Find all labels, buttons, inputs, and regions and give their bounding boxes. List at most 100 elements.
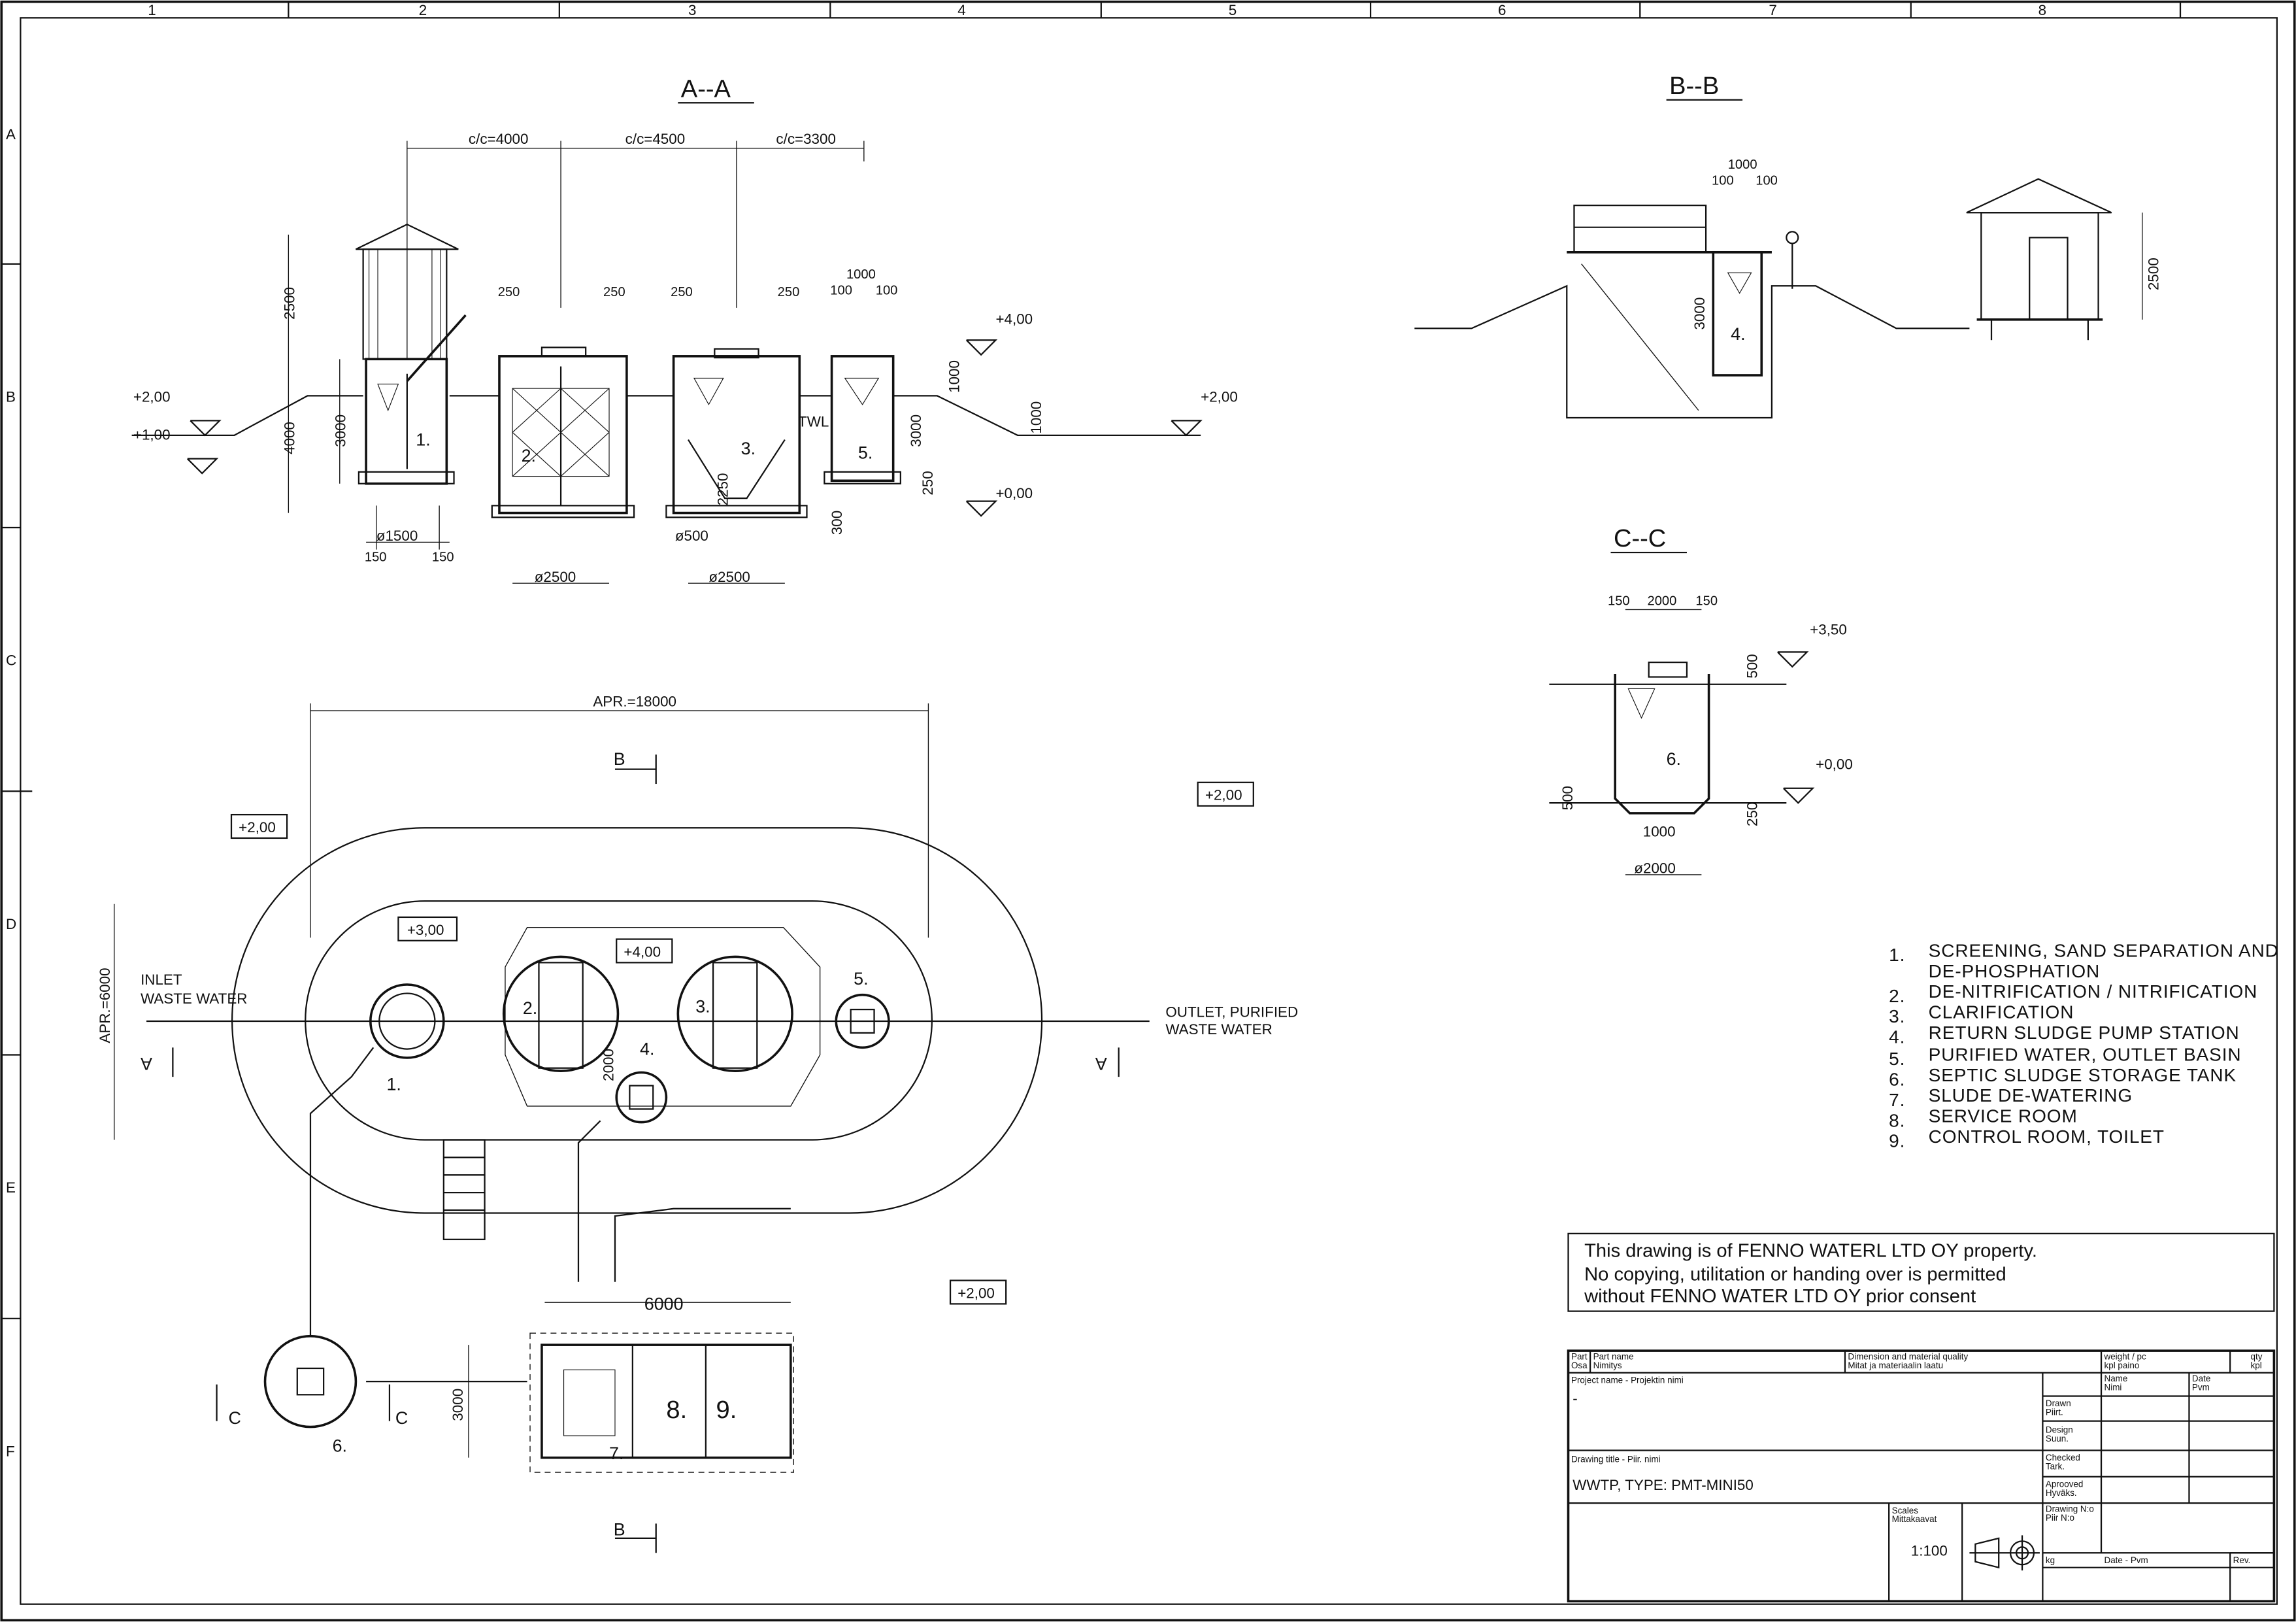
section-c-marker-right: C <box>395 1408 408 1428</box>
twl-label: TWL <box>798 413 829 430</box>
section-c-marker-left: C <box>229 1408 241 1428</box>
dim-tank2-250b: 250 <box>603 285 625 299</box>
tb-design-1: Design <box>2046 1425 2073 1435</box>
tb-qty-2: kpl <box>2251 1360 2262 1370</box>
tb-weight-2: kpl paino <box>2105 1360 2140 1370</box>
notice-line-3: without FENNO WATER LTD OY prior consent <box>1584 1286 1976 1307</box>
service-building-plan <box>529 1332 794 1473</box>
dim-cc-500: 500 <box>1744 654 1761 678</box>
tb-part-name-2: Nimitys <box>1593 1360 1622 1370</box>
tb-drawn-2: Piirt. <box>2046 1408 2063 1417</box>
unit-5-label: 5. <box>858 443 873 463</box>
tank-1-section: 1. <box>355 223 467 485</box>
legend-num-2: 2. <box>1889 986 1905 1006</box>
tank-5-section: 5. <box>824 355 901 484</box>
tb-drawing-no-2: Piir N:o <box>2046 1513 2074 1523</box>
legend-num-6: 6. <box>1889 1070 1905 1090</box>
unit-8-plan-label: 8. <box>666 1396 687 1424</box>
unit-1-plan-label: 1. <box>386 1074 401 1094</box>
unit-2-label: 2. <box>522 446 536 465</box>
legend-text-8: SERVICE ROOM <box>1929 1106 2078 1126</box>
tb-scales-2: Mittakaavat <box>1892 1514 1937 1524</box>
section-bb: B--B 4. 1000 100 100 3000 2500 <box>1414 73 2161 419</box>
unit-6-label-cc: 6. <box>1667 749 1681 769</box>
dim-tank5-1000: 1000 <box>846 267 876 282</box>
section-bb-title: B--B <box>1669 73 1719 100</box>
legend: 1. SCREENING, SAND SEPARATION AND DE-PHO… <box>1889 940 2278 1151</box>
tb-dimension-1: Dimension and material quality <box>1848 1352 1968 1362</box>
dim-tank1-4000: 4000 <box>281 422 297 454</box>
unit-7-plan-label: 7. <box>609 1444 624 1463</box>
tb-drawn-1: Drawn <box>2046 1398 2071 1408</box>
dim-building-width: 3000 <box>450 1389 466 1421</box>
unit-3-plan <box>676 955 793 1072</box>
embankment-outer <box>231 827 1043 1214</box>
grid-row-f: F <box>6 1443 15 1459</box>
dim-tank1-150b: 150 <box>432 550 454 565</box>
tb-part-2: Osa <box>1571 1360 1588 1370</box>
tb-project-label: Project name - Projektin nimi <box>1571 1375 1684 1385</box>
unit-3-plan-label: 3. <box>695 997 710 1017</box>
section-a-marker-left: A <box>141 1054 152 1073</box>
tb-checked-2: Tark. <box>2046 1462 2065 1472</box>
tb-scales-1: Scales <box>1892 1506 1919 1515</box>
level-cc-plus-000: +0,00 <box>1816 756 1853 773</box>
dim-plan-width: APR.=6000 <box>97 968 113 1043</box>
site-plan: APR.=18000 APR.=6000 1. 2. 3. 4. 5. 2000… <box>97 693 1298 1553</box>
unit-2-plan-label: 2. <box>523 998 537 1018</box>
section-cc: C--C 6. 150 2000 150 500 +3,50 +0,00 500… <box>1549 525 1853 877</box>
dim-house-2500: 2500 <box>281 287 297 320</box>
dim-tank1-150a: 150 <box>365 550 387 565</box>
inlet-label-2: WASTE WATER <box>141 990 247 1007</box>
access-stairs <box>442 1139 486 1240</box>
tank-2-section: 2. <box>491 346 635 518</box>
legend-num-9: 9. <box>1889 1131 1905 1151</box>
tb-name-2: Nimi <box>2105 1383 2122 1393</box>
dim-tank5-100b: 100 <box>876 284 898 298</box>
grid-row-a: A <box>6 126 16 143</box>
dim-tank3-dia: ø2500 <box>708 569 750 585</box>
notice-line-2: No copying, utilitation or handing over … <box>1584 1264 2006 1285</box>
unit-9-plan-label: 9. <box>716 1396 737 1424</box>
dim-tank5-250: 250 <box>920 471 936 495</box>
legend-text-9: CONTROL ROOM, TOILET <box>1929 1126 2165 1147</box>
grid-col-2: 2 <box>419 2 427 18</box>
legend-text-1-cont: DE-PHOSPHATION <box>1929 961 2101 981</box>
embankment-inner <box>305 900 933 1141</box>
tb-part-1: Part <box>1571 1352 1588 1362</box>
service-building-elevation <box>1966 178 2112 341</box>
legend-text-3: CLARIFICATION <box>1929 1002 2074 1022</box>
level-plus-100: +1,00 <box>133 427 171 443</box>
tb-approved-2: Hyväks. <box>2046 1488 2077 1498</box>
unit-6-plan-label: 6. <box>333 1436 347 1456</box>
legend-text-2: DE-NITRIFICATION / NITRIFICATION <box>1929 981 2258 1002</box>
legend-text-4: RETURN SLUDGE PUMP STATION <box>1929 1022 2240 1043</box>
dim-cc-4000: c/c=4000 <box>469 131 529 147</box>
tb-kg: kg <box>2046 1555 2055 1565</box>
unit-5-plan <box>835 993 890 1049</box>
dim-cc-150b: 150 <box>1695 594 1718 609</box>
tb-weight-1: weight / pc <box>2104 1352 2147 1362</box>
tb-approved-1: Aprooved <box>2046 1479 2084 1489</box>
grid-col-7: 7 <box>1769 2 1776 18</box>
dim-cc-3300: c/c=3300 <box>776 131 836 147</box>
projection-symbol-icon <box>1969 1535 2040 1571</box>
tb-drawing-title: WWTP, TYPE: PMT-MINI50 <box>1572 1477 1754 1493</box>
dim-tank5-3000: 3000 <box>908 414 924 447</box>
tb-project-value: - <box>1572 1391 1577 1407</box>
dim-bb-100b: 100 <box>1755 174 1778 188</box>
tb-date-1: Date <box>2192 1374 2210 1383</box>
legend-num-7: 7. <box>1889 1090 1905 1110</box>
level-plan-plus-300: +3,00 <box>407 922 444 938</box>
legend-text-7: SLUDE DE-WATERING <box>1929 1085 2133 1106</box>
section-aa: A--A c/c=4000 c/c=4500 c/c=3300 1. 2500 … <box>131 75 1238 585</box>
dim-tank1-3000: 3000 <box>333 414 349 447</box>
legend-num-3: 3. <box>1889 1006 1905 1026</box>
grid-row-b: B <box>6 388 16 405</box>
dim-tank5-1000a: 1000 <box>946 360 962 393</box>
tb-checked-1: Checked <box>2046 1453 2080 1462</box>
section-cc-title: C--C <box>1614 525 1666 552</box>
unit-2-plan <box>502 955 620 1072</box>
